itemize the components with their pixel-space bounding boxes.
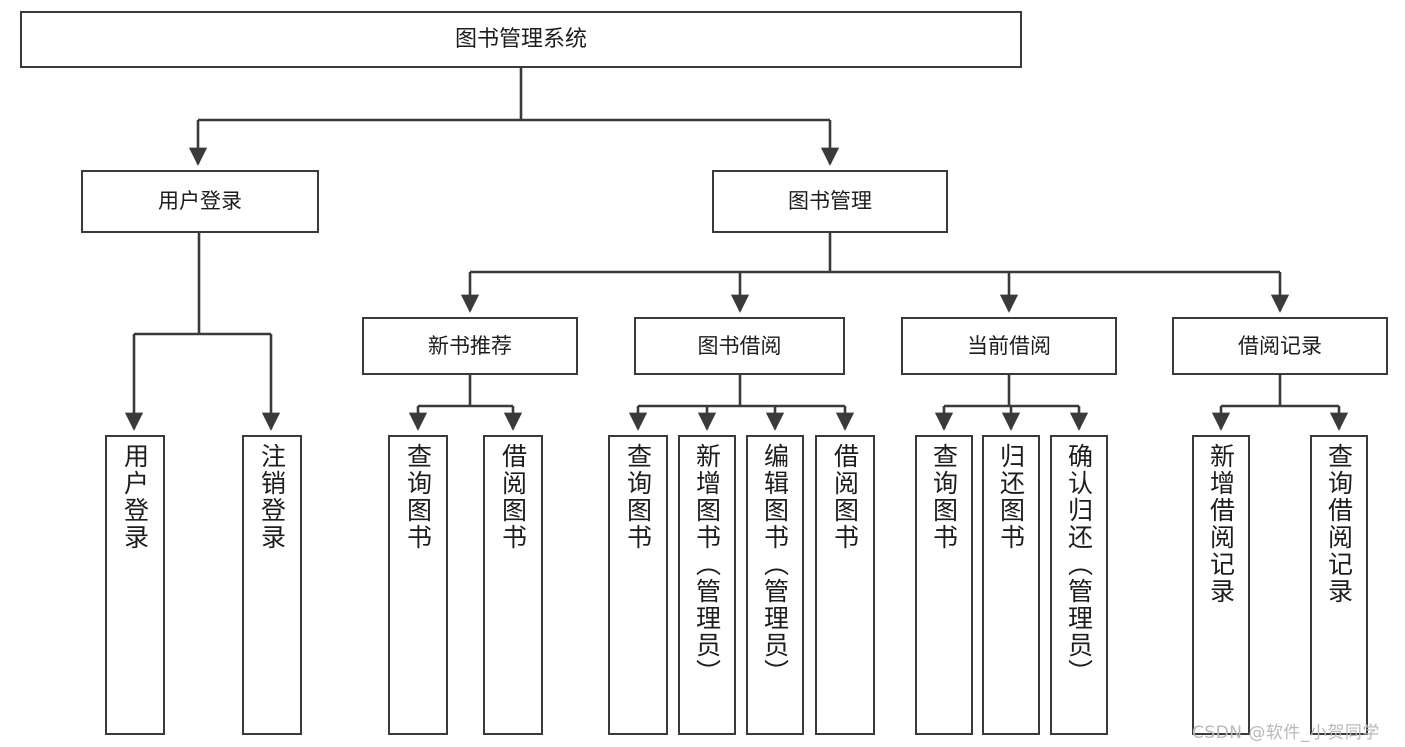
node-leaf-borrow-book[interactable]: 借阅图书 [815, 435, 875, 735]
node-leaf-borrow-book-label: 借阅图书 [830, 443, 860, 551]
node-new-book-recommend-label: 新书推荐 [428, 333, 512, 358]
node-leaf-query-book-recommend[interactable]: 查询图书 [388, 435, 448, 735]
node-leaf-return-book[interactable]: 归还图书 [982, 435, 1040, 735]
node-user-login[interactable]: 用户登录 [81, 170, 319, 233]
node-leaf-logout[interactable]: 注销登录 [242, 435, 302, 735]
node-leaf-query-book-current[interactable]: 查询图书 [915, 435, 973, 735]
node-root-label: 图书管理系统 [454, 26, 587, 52]
node-leaf-add-book-admin[interactable]: 新增图书（管理员） [678, 435, 736, 735]
node-leaf-add-borrow-record-label: 新增借阅记录 [1206, 443, 1236, 605]
node-book-management[interactable]: 图书管理 [712, 170, 948, 233]
node-current-borrow[interactable]: 当前借阅 [901, 317, 1117, 375]
node-leaf-add-borrow-record[interactable]: 新增借阅记录 [1192, 435, 1250, 735]
node-leaf-return-book-label: 归还图书 [996, 443, 1026, 551]
node-root[interactable]: 图书管理系统 [20, 11, 1022, 68]
node-leaf-query-book-borrow[interactable]: 查询图书 [608, 435, 668, 735]
node-leaf-add-book-admin-label: 新增图书（管理员） [692, 443, 722, 686]
node-leaf-edit-book-admin[interactable]: 编辑图书（管理员） [746, 435, 804, 735]
node-borrow-record[interactable]: 借阅记录 [1172, 317, 1388, 375]
node-leaf-query-book-borrow-label: 查询图书 [623, 443, 653, 551]
node-book-management-label: 图书管理 [788, 189, 872, 214]
node-leaf-borrow-book-recommend[interactable]: 借阅图书 [483, 435, 543, 735]
node-leaf-query-book-current-label: 查询图书 [929, 443, 959, 551]
node-leaf-query-book-recommend-label: 查询图书 [403, 443, 433, 551]
node-new-book-recommend[interactable]: 新书推荐 [362, 317, 578, 375]
watermark-text: CSDN @软件_小贺同学 [1192, 723, 1380, 743]
node-leaf-query-borrow-record[interactable]: 查询借阅记录 [1310, 435, 1368, 735]
node-current-borrow-label: 当前借阅 [967, 333, 1051, 358]
node-book-borrow-label: 图书借阅 [697, 333, 782, 358]
node-leaf-confirm-return-admin[interactable]: 确认归还（管理员） [1050, 435, 1108, 735]
node-leaf-edit-book-admin-label: 编辑图书（管理员） [760, 443, 790, 686]
node-user-login-label: 用户登录 [158, 189, 242, 214]
node-leaf-query-borrow-record-label: 查询借阅记录 [1324, 443, 1354, 605]
node-leaf-confirm-return-admin-label: 确认归还（管理员） [1064, 443, 1094, 686]
node-leaf-borrow-book-recommend-label: 借阅图书 [498, 443, 528, 551]
node-book-borrow[interactable]: 图书借阅 [634, 317, 845, 375]
node-leaf-user-login-label: 用户登录 [120, 443, 150, 551]
node-leaf-user-login[interactable]: 用户登录 [105, 435, 165, 735]
node-borrow-record-label: 借阅记录 [1238, 333, 1322, 358]
node-leaf-logout-label: 注销登录 [257, 443, 287, 551]
